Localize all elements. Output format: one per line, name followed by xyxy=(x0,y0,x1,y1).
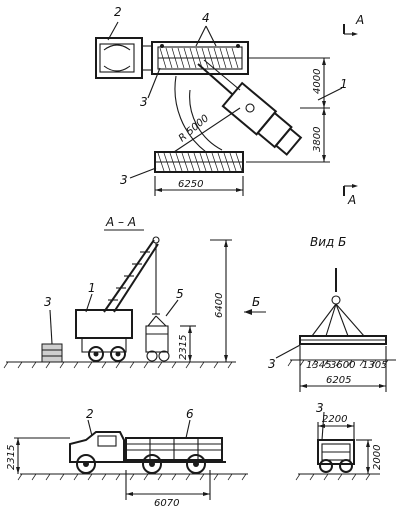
dim-2200: 2200 xyxy=(322,414,347,425)
view-arrow-label: Б xyxy=(252,295,260,309)
callout-3-stack: 3 xyxy=(120,173,128,187)
callout-1-plan: 1 xyxy=(340,77,348,91)
stack-left xyxy=(41,343,63,363)
dim-1305: 1305 xyxy=(362,360,387,371)
view-title: Вид Б xyxy=(310,235,346,249)
dim-2315-truck: 2315 xyxy=(6,445,17,470)
dim-6400: 6400 xyxy=(214,293,225,318)
dim-2315-section: 2315 xyxy=(178,335,189,360)
cargo-section xyxy=(145,315,170,362)
dim-3800: 3800 xyxy=(312,127,323,152)
crane-boom-section xyxy=(103,236,160,315)
dim-6205: 6205 xyxy=(326,375,351,386)
section-mark-top: A xyxy=(355,13,364,27)
view-b xyxy=(275,268,396,392)
callout-3-section: 3 xyxy=(44,295,52,309)
dimension-6400 xyxy=(210,239,232,362)
section-mark-bottom: A xyxy=(347,193,356,207)
callout-5: 5 xyxy=(176,287,184,301)
dim-3600: 3600 xyxy=(330,360,355,371)
truck-cab-plan xyxy=(95,37,152,79)
section-title: A – A xyxy=(105,215,136,229)
dim-6070: 6070 xyxy=(154,498,179,509)
callout-1-section: 1 xyxy=(88,281,96,295)
dimension-2315-section xyxy=(180,325,196,362)
dim-6250: 6250 xyxy=(178,179,203,190)
stack-plan xyxy=(154,151,244,173)
callout-3-view: 3 xyxy=(268,357,276,371)
trailer-plan xyxy=(151,41,249,75)
dim-2000: 2000 xyxy=(372,445,383,470)
crane-body-section xyxy=(75,309,133,362)
callout-3-end: 3 xyxy=(316,401,324,415)
dim-r5000: R 5000 xyxy=(177,113,211,144)
dimension-6250 xyxy=(154,176,244,196)
truck-side xyxy=(14,419,248,500)
callout-2-plan: 2 xyxy=(114,5,122,19)
callout-4: 4 xyxy=(202,11,210,25)
callout-6: 6 xyxy=(186,407,194,421)
callout-3-plan: 3 xyxy=(140,95,148,109)
plan-view xyxy=(95,21,358,196)
callout-2-truck: 2 xyxy=(86,407,94,421)
section-line xyxy=(343,24,358,196)
crane-plan xyxy=(173,59,303,156)
stack-end-view xyxy=(295,411,380,481)
dim-1345: 1345 xyxy=(306,360,331,371)
section-a-a xyxy=(3,236,266,369)
dim-4000: 4000 xyxy=(312,69,323,94)
dimension-4000-3800 xyxy=(246,57,330,163)
